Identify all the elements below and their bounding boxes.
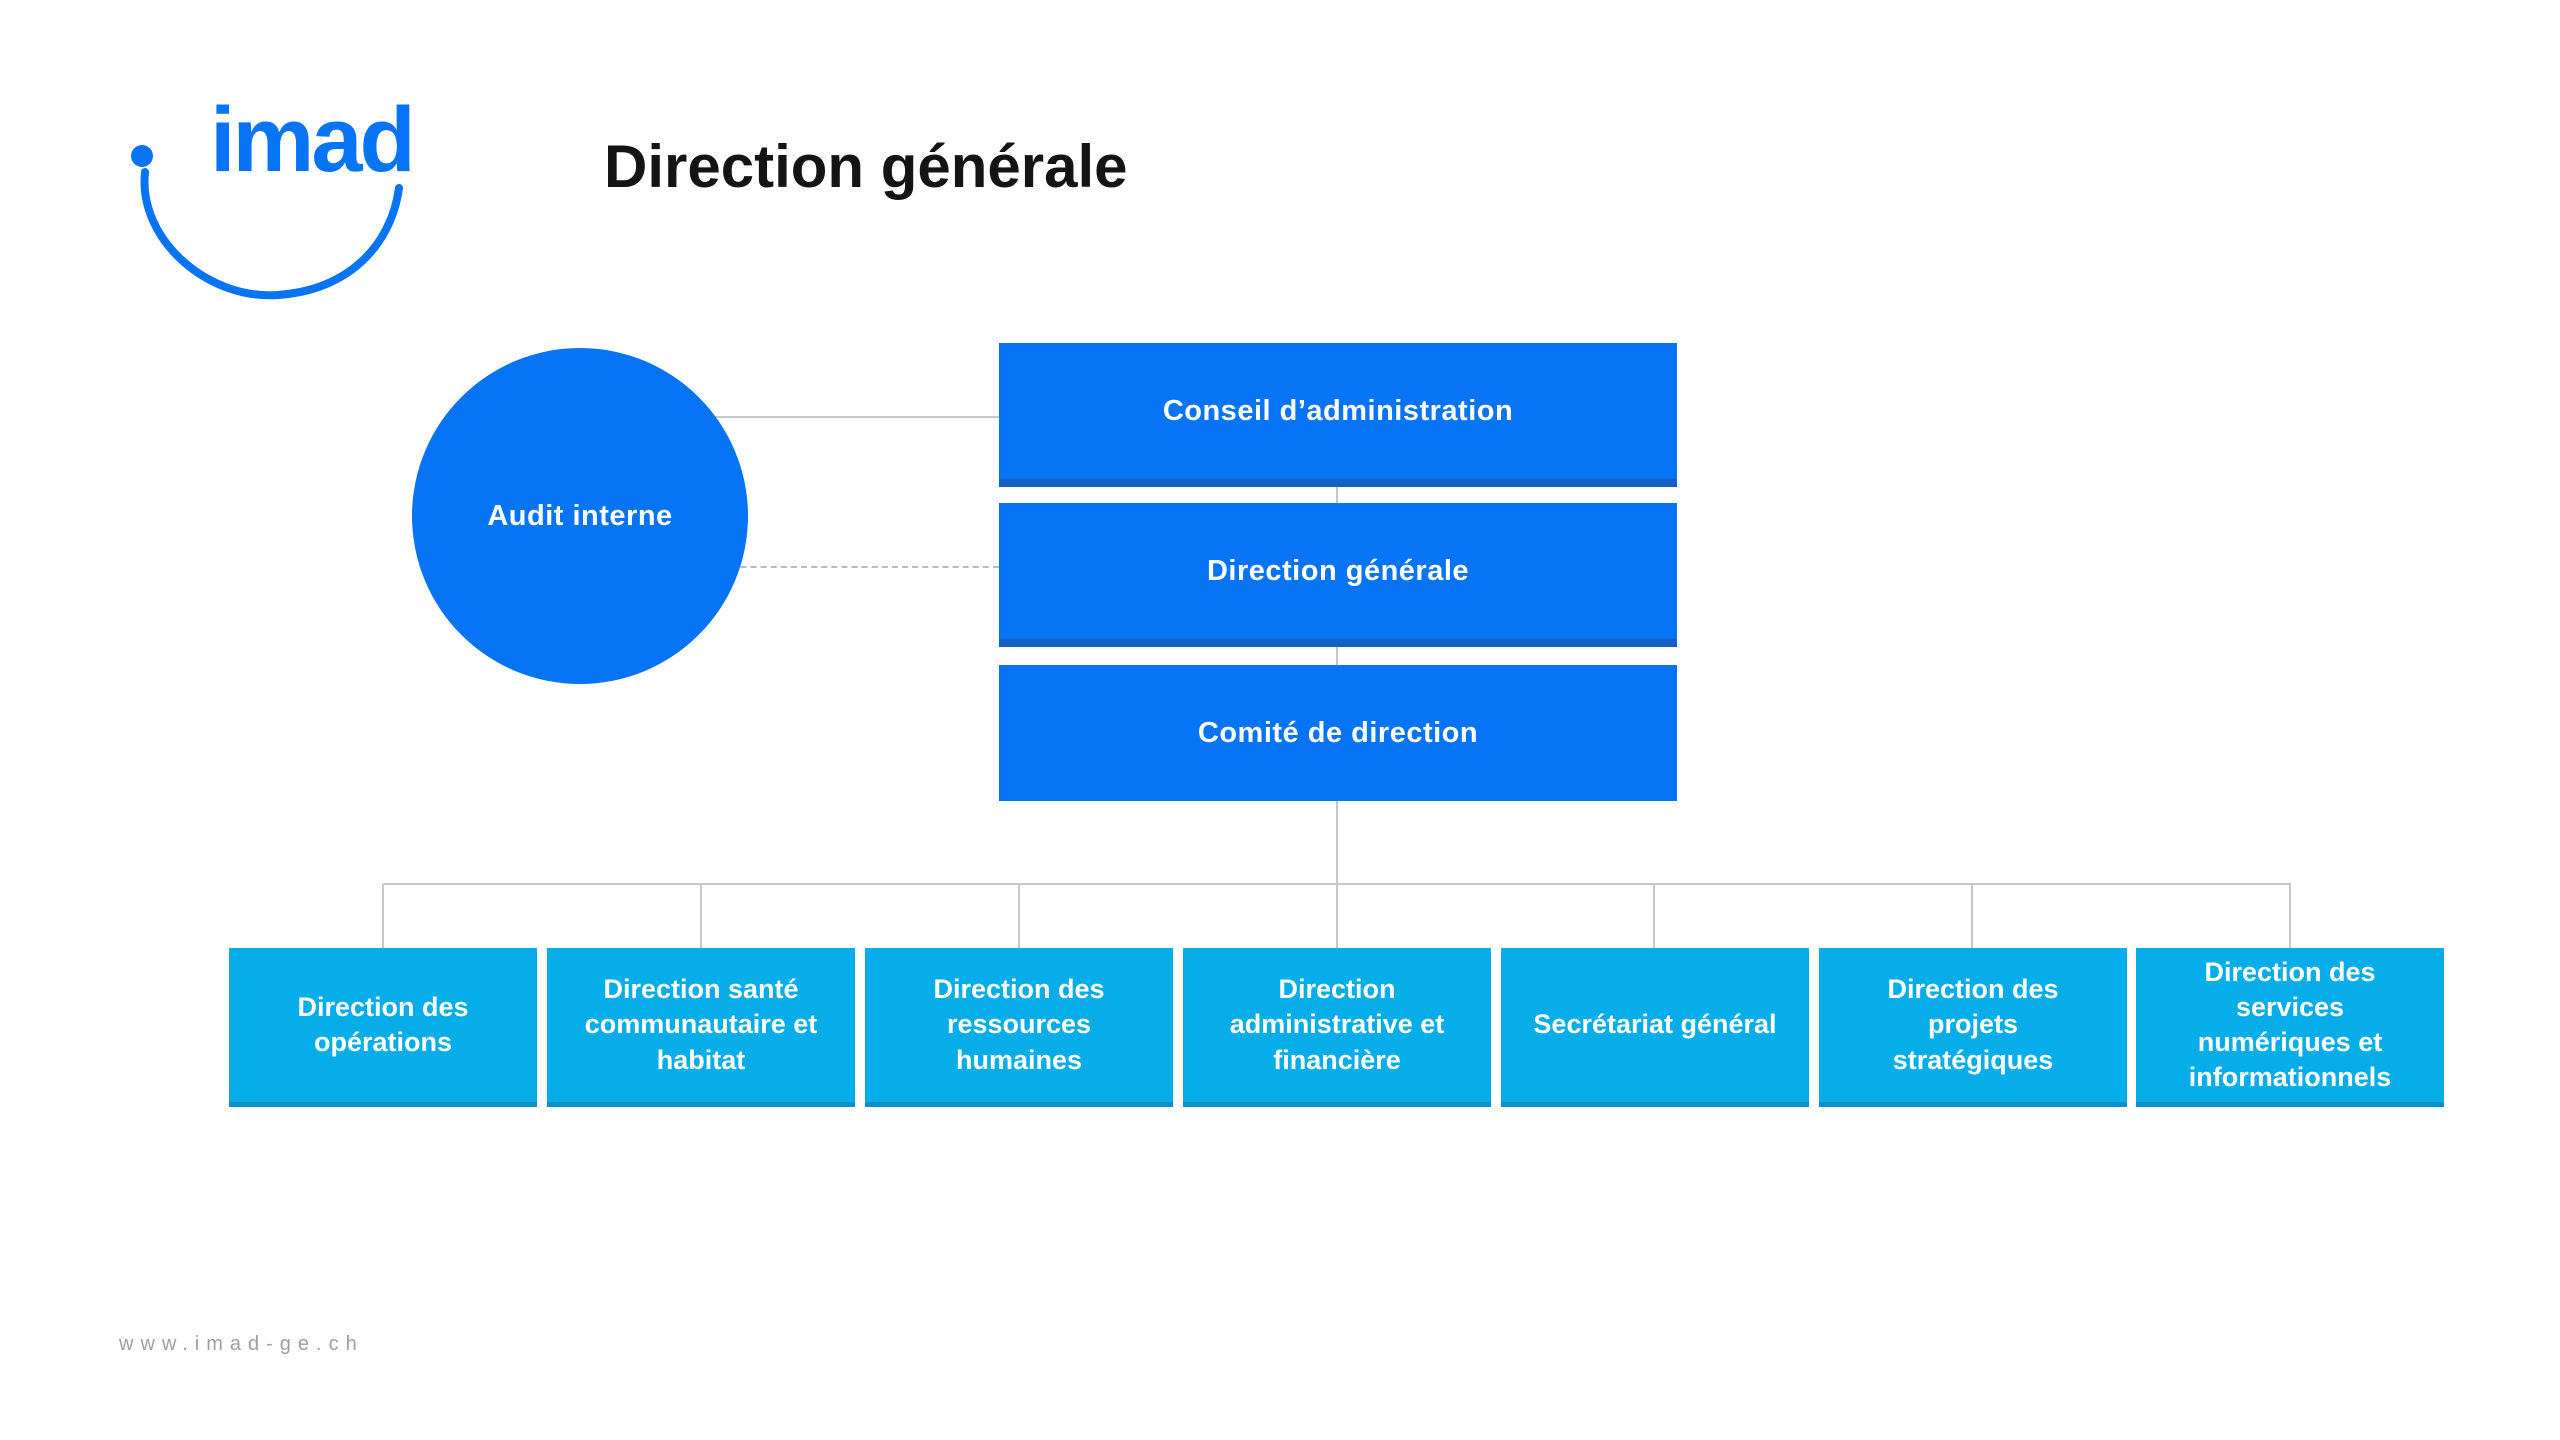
department-ressources-humaines-node: Direction des ressources humaines <box>865 948 1173 1107</box>
department-label: Direction santé communautaire et habitat <box>584 974 818 1075</box>
department-label: Direction des projets stratégiques <box>1887 974 2059 1075</box>
direction-generale-node: Direction générale <box>999 503 1677 647</box>
department-projets-strategiques-node: Direction des projets stratégiques <box>1819 948 2127 1107</box>
footer-url: www.imad-ge.ch <box>119 1333 364 1355</box>
connector-stub-6 <box>1971 884 1973 948</box>
page-title: Direction générale <box>604 133 1128 200</box>
connector-conseil-direction <box>1336 479 1338 505</box>
logo-text: imad <box>210 89 416 191</box>
audit-interne-label: Audit interne <box>487 499 673 532</box>
comite-direction-label: Comité de direction <box>1197 716 1479 749</box>
department-label: Direction des opérations <box>297 991 469 1057</box>
logo-dot <box>131 145 153 167</box>
connector-direction-comite <box>1336 647 1338 667</box>
department-operations-node: Direction des opérations <box>229 948 537 1107</box>
smile-arc-icon <box>131 145 403 300</box>
connector-stub-3 <box>1018 884 1020 948</box>
department-administrative-financiere-node: Direction administrative et financière <box>1183 948 1491 1107</box>
connector-stub-1 <box>382 884 384 948</box>
conseil-administration-node: Conseil d’administration <box>999 343 1677 487</box>
department-label: Secrétariat général <box>1533 1009 1777 1040</box>
comite-direction-node: Comité de direction <box>999 665 1677 801</box>
connector-stub-5 <box>1653 884 1655 948</box>
connector-audit-conseil <box>700 416 999 418</box>
department-label: Direction administrative et financière <box>1229 974 1445 1075</box>
conseil-administration-label: Conseil d’administration <box>1162 394 1514 427</box>
department-label: Direction des services numériques et inf… <box>2188 956 2392 1093</box>
connector-stub-7 <box>2289 884 2291 948</box>
audit-interne-node: Audit interne <box>412 348 748 684</box>
connector-trunk <box>1336 800 1338 885</box>
department-label: Direction des ressources humaines <box>933 974 1105 1075</box>
department-services-numeriques-node: Direction des services numériques et inf… <box>2136 948 2444 1107</box>
direction-generale-label: Direction générale <box>1206 554 1470 587</box>
connector-stub-2 <box>700 884 702 948</box>
department-secretariat-general-node: Secrétariat général <box>1501 948 1809 1107</box>
imad-logo: imad <box>118 60 478 320</box>
department-sante-communautaire-node: Direction santé communautaire et habitat <box>547 948 855 1107</box>
connector-audit-direction-dashed <box>700 566 999 568</box>
connector-stub-4 <box>1336 884 1338 948</box>
